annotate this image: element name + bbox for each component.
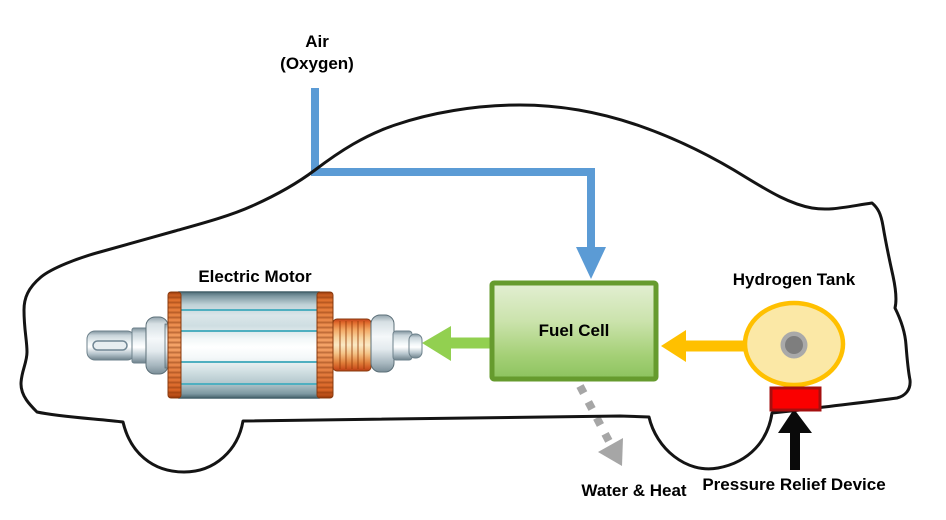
- water-heat-arrow: [576, 384, 623, 466]
- pressure-relief-label: Pressure Relief Device: [702, 475, 886, 494]
- motor-right-bearing: [370, 314, 395, 373]
- air-oxygen-label: Air (Oxygen): [237, 31, 397, 75]
- fuel-cell-box: [489, 280, 659, 382]
- hydrogen-tank-icon: [742, 300, 846, 388]
- motor-right-ring-ribs: [317, 292, 333, 398]
- hydrogen-tank-label: Hydrogen Tank: [732, 270, 856, 289]
- car-outline: [19, 103, 912, 474]
- electric-motor-icon: [86, 291, 423, 399]
- air-flow-arrow: [311, 88, 606, 279]
- hydrogen-flow-arrow: [661, 330, 744, 362]
- motor-body: [178, 291, 320, 399]
- fuel-cell-label: Fuel Cell: [538, 321, 610, 340]
- motor-right-shaft-cap: [408, 333, 423, 359]
- power-flow-arrow: [422, 326, 492, 361]
- motor-left-ring-ribs: [168, 292, 181, 398]
- air-label-line1: Air: [305, 32, 329, 51]
- tank-hub-inner: [785, 336, 803, 354]
- motor-keyway: [92, 340, 128, 351]
- water-heat-label: Water & Heat: [581, 481, 687, 500]
- pressure-relief-arrow: [778, 409, 812, 470]
- pressure-relief-device: [769, 386, 822, 412]
- electric-motor-label: Electric Motor: [198, 267, 312, 286]
- air-label-line2: (Oxygen): [280, 54, 354, 73]
